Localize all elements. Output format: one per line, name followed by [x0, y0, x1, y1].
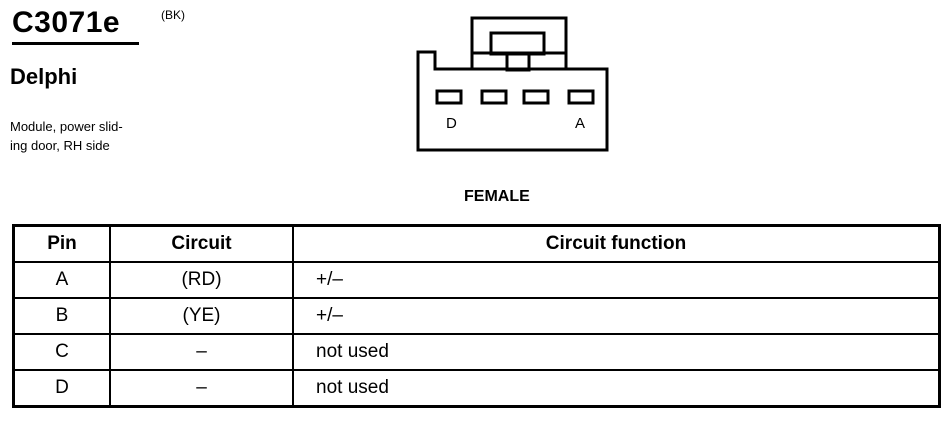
- table-row: C – not used: [12, 333, 941, 371]
- connector-id: C3071e: [12, 6, 121, 39]
- connector-face-diagram: D A: [416, 16, 609, 152]
- pinout-table: Pin Circuit Circuit function A (RD) +/– …: [12, 224, 941, 408]
- header-pin: Pin: [12, 224, 111, 263]
- function-cell: +/–: [292, 261, 941, 299]
- latch-inner: [489, 31, 546, 56]
- connector-latch: [470, 16, 568, 53]
- function-cell: not used: [292, 369, 941, 408]
- connector-id-underline: [12, 42, 139, 45]
- color-code: (BK): [161, 8, 185, 22]
- cavity-c: [480, 89, 508, 105]
- circuit-cell: –: [109, 369, 294, 408]
- cavity-d: [435, 89, 463, 105]
- table-header-row: Pin Circuit Circuit function: [12, 224, 941, 263]
- circuit-cell: –: [109, 333, 294, 371]
- connector-gender: FEMALE: [464, 188, 530, 205]
- cavity-a: [567, 89, 595, 105]
- function-cell: +/–: [292, 297, 941, 335]
- circuit-cell: (RD): [109, 261, 294, 299]
- table-row: D – not used: [12, 369, 941, 408]
- pin-label-d: D: [446, 115, 457, 132]
- table-row: B (YE) +/–: [12, 297, 941, 335]
- connector-description: Module, power slid- ing door, RH side: [10, 119, 123, 153]
- pin-cell: B: [12, 297, 111, 335]
- pin-cell: C: [12, 333, 111, 371]
- pin-cell: A: [12, 261, 111, 299]
- cavity-b: [522, 89, 550, 105]
- circuit-cell: (YE): [109, 297, 294, 335]
- pin-cell: D: [12, 369, 111, 408]
- connector-body: [416, 50, 609, 152]
- pin-label-a: A: [575, 115, 585, 132]
- table-row: A (RD) +/–: [12, 261, 941, 299]
- manufacturer: Delphi: [10, 64, 78, 89]
- header-circuit: Circuit: [109, 224, 294, 263]
- header-circuit-function: Circuit function: [292, 224, 941, 263]
- function-cell: not used: [292, 333, 941, 371]
